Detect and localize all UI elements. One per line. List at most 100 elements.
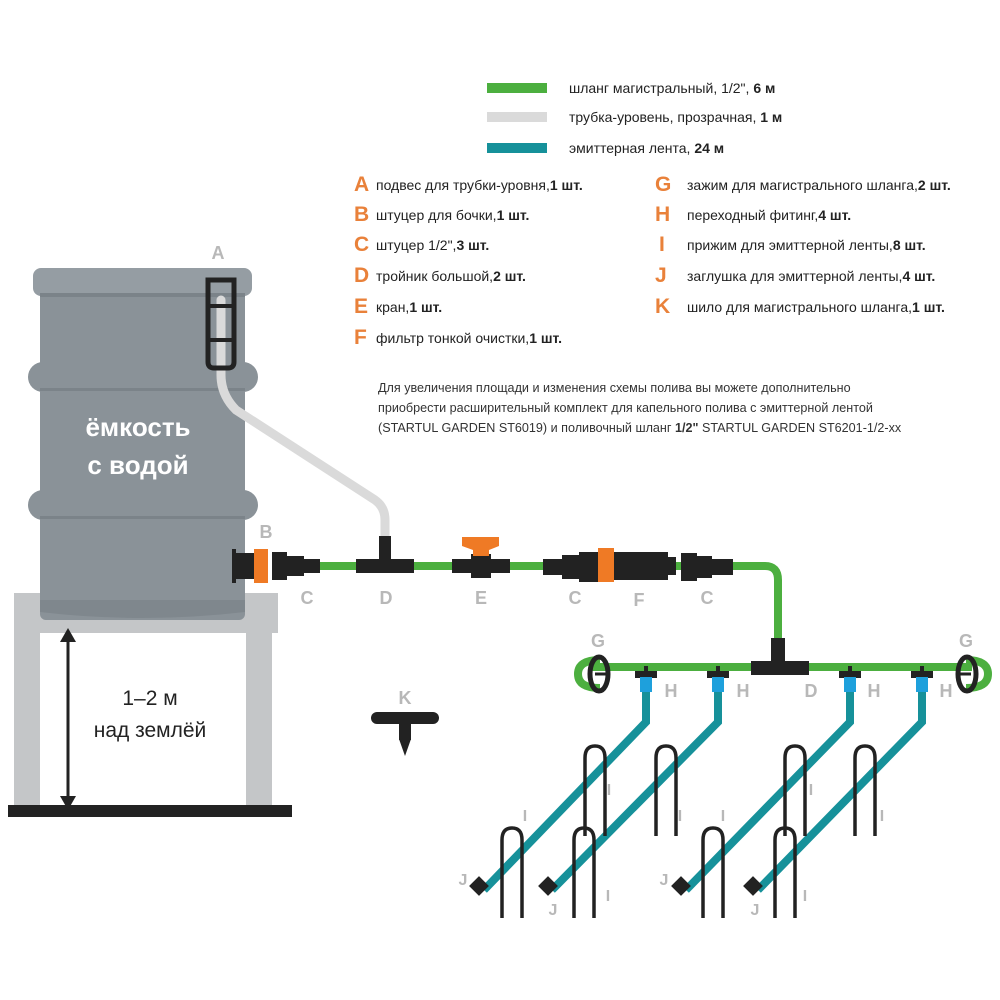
awl-k-icon [371, 712, 439, 756]
legend-label: эмиттерная лента, [569, 140, 695, 156]
stand-leg-right [246, 593, 272, 808]
barrel-label: ёмкость с водой [85, 412, 191, 480]
barrel-rim [33, 268, 252, 296]
label-i-8: I [802, 888, 808, 905]
label-h-2: H [736, 681, 750, 701]
legend-qty: 24 м [694, 140, 725, 156]
emitter-tape-4 [755, 690, 926, 893]
plug-j-2 [538, 876, 558, 896]
adapter-h-4 [911, 666, 933, 692]
emitter-tape-3 [683, 690, 854, 893]
adapter-h-2 [707, 666, 729, 692]
label-i-6: I [605, 888, 611, 905]
legend-item-emitter-tape: эмиттерная лента, 24 м [487, 137, 724, 159]
pin-i-6 [572, 826, 596, 918]
pin-i-4 [853, 744, 877, 836]
clamp-g-left [573, 654, 611, 694]
filter-f [598, 548, 676, 582]
level-tube [216, 295, 390, 545]
label-g-right: G [958, 631, 973, 651]
legend-qty: 1 м [760, 109, 783, 125]
pins-i [500, 744, 877, 918]
stand-leg-left [14, 593, 40, 808]
level-tube-hanger [205, 277, 237, 371]
label-j-2: J [548, 902, 558, 919]
ground-line [8, 805, 292, 817]
pin-i-7 [701, 826, 725, 918]
legend-item-main-hose: шланг магистральный, 1/2", 6 м [487, 77, 775, 99]
label-h-1: H [664, 681, 678, 701]
adapter-h-3 [839, 666, 861, 692]
label-i-3: I [808, 782, 814, 799]
label-j-1: J [458, 872, 468, 889]
label-c-2: C [568, 588, 582, 608]
label-h-3: H [867, 681, 881, 701]
adapters-h [635, 666, 933, 692]
legend-swatch [487, 143, 547, 153]
fitting-b [232, 549, 268, 583]
label-g-left: G [590, 631, 605, 651]
plug-j-4 [743, 876, 763, 896]
tee-d-1 [356, 536, 414, 573]
label-i-7: I [720, 808, 726, 825]
pin-i-8 [773, 826, 797, 918]
plugs-j [469, 876, 763, 896]
label-i-4: I [879, 808, 885, 825]
legend-qty: 6 м [753, 80, 776, 96]
pin-i-3 [783, 744, 807, 836]
main-hose-upper [300, 562, 782, 660]
fitting-c-1 [272, 552, 320, 580]
adapter-h-1 [635, 666, 657, 692]
label-a: A [211, 243, 225, 263]
plug-j-3 [671, 876, 691, 896]
legend-item-level-tube: трубка-уровень, прозрачная, 1 м [487, 106, 782, 128]
pin-i-5 [500, 826, 524, 918]
barrel [28, 268, 258, 620]
clamp-g-right [955, 654, 993, 694]
label-b: B [259, 522, 273, 542]
barrel-hoop-bottom [28, 490, 258, 520]
label-c-3: C [700, 588, 714, 608]
label-i-5: I [522, 808, 528, 825]
label-i-2: I [677, 808, 683, 825]
label-e: E [474, 588, 487, 608]
legend-label: трубка-уровень, прозрачная, [569, 109, 761, 125]
label-d-2: D [804, 681, 818, 701]
label-c-1: C [300, 588, 314, 608]
label-j-4: J [750, 902, 760, 919]
label-k: K [398, 688, 412, 708]
emitter-tapes [481, 690, 926, 893]
emitter-tape-1 [481, 690, 650, 893]
fitting-c-2 [543, 552, 599, 582]
arrow-down-icon [60, 796, 76, 810]
tee-d-2 [751, 638, 809, 675]
label-i-1: I [606, 782, 612, 799]
pin-i-2 [654, 744, 678, 836]
emitter-tape-2 [549, 690, 722, 893]
label-d-1: D [379, 588, 393, 608]
height-label: 1–2 м над землёй [93, 687, 207, 742]
arrow-up-icon [60, 628, 76, 642]
legend-swatch [487, 83, 547, 93]
legend-swatch [487, 112, 547, 122]
label-f: F [633, 590, 645, 610]
expansion-note: Для увеличения площади и изменения схемы… [378, 381, 902, 435]
label-j-3: J [659, 872, 669, 889]
plug-j-1 [469, 876, 489, 896]
valve-e [452, 537, 510, 578]
label-h-4: H [939, 681, 953, 701]
legend-label: шланг магистральный, 1/2", [569, 80, 754, 96]
